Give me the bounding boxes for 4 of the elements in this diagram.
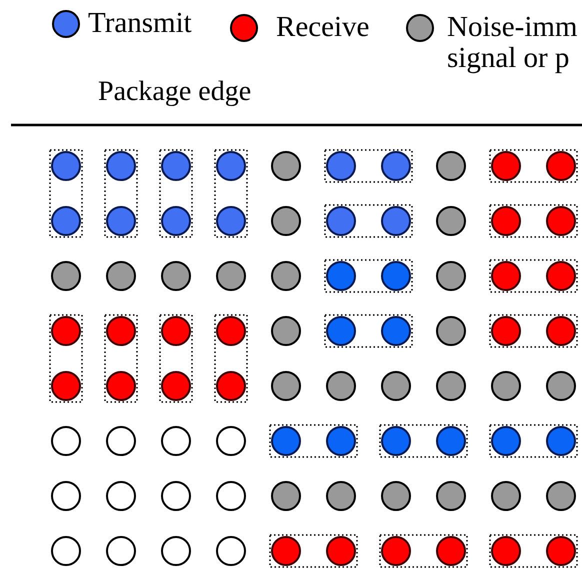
legend-label: Transmit: [88, 8, 193, 39]
package-edge-label: Package edge: [98, 76, 252, 107]
legend-label: Noise-imm signal or p: [447, 12, 578, 74]
legend-label: Receive: [276, 12, 370, 43]
